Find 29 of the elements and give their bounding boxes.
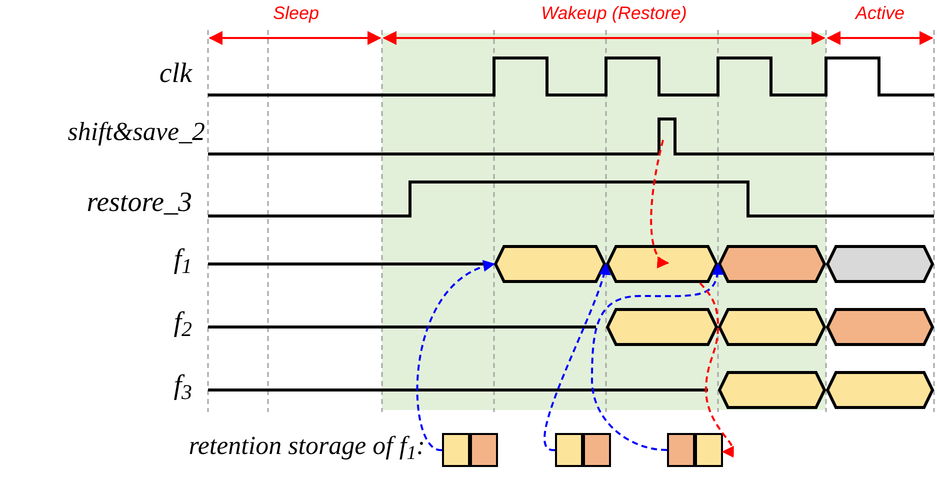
signal-label: f$_{2}$ — [174, 309, 192, 337]
dashed-arrow — [650, 140, 670, 266]
data-value-hexagon — [718, 371, 826, 409]
storage-cell — [583, 433, 611, 467]
signal-label: restore_3 — [86, 189, 192, 217]
signal-label: shift&save_2 — [68, 119, 205, 145]
data-value-hexagon — [718, 308, 826, 346]
storage-cell — [442, 433, 470, 467]
data-value-hexagon — [606, 308, 718, 346]
data-value-hexagon — [826, 245, 934, 283]
storage-cell — [470, 433, 498, 467]
signal-label: retention storage of f$_{1}$: — [188, 433, 425, 459]
data-value-hexagon — [606, 245, 718, 283]
signal-label: f$_{1}$ — [174, 246, 192, 274]
storage-cell — [667, 433, 695, 467]
phase-label: Sleep — [272, 4, 320, 22]
storage-cell — [555, 433, 583, 467]
data-value-hexagon — [826, 371, 934, 409]
dashed-arrow — [591, 262, 724, 451]
data-value-hexagon — [718, 245, 826, 283]
data-value-hexagon — [494, 245, 606, 283]
storage-cell — [695, 433, 723, 467]
phase-label: Wakeup (Restore) — [540, 4, 688, 22]
dashed-arrow — [416, 262, 496, 451]
signal-label: f$_{3}$ — [174, 372, 192, 400]
phase-label: Active — [854, 4, 906, 22]
signal-label: clk — [159, 60, 192, 88]
dashed-arrow — [699, 282, 734, 458]
data-value-hexagon — [826, 308, 934, 346]
